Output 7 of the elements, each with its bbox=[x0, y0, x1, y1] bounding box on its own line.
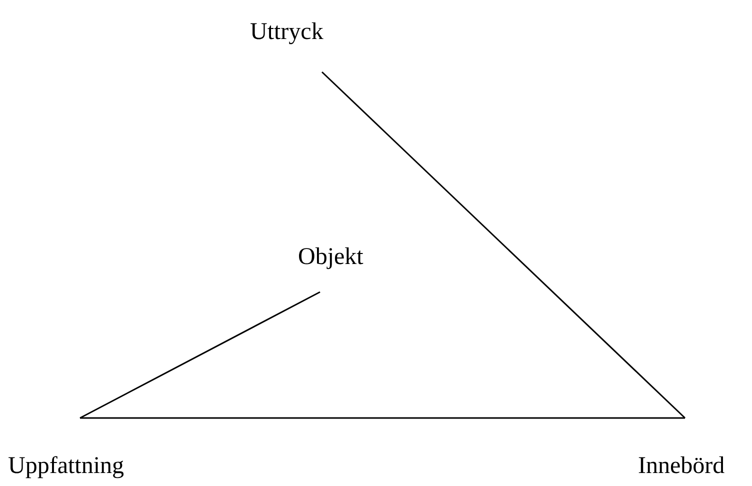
vertex-label: Uttryck bbox=[250, 18, 324, 46]
connector-line bbox=[80, 291, 320, 419]
vertex-label: Objekt bbox=[298, 243, 364, 271]
vertex-label: Uppfattning bbox=[8, 452, 124, 480]
vertex-label: Innebörd bbox=[638, 452, 725, 480]
connector-line bbox=[321, 71, 686, 419]
connector-line bbox=[80, 417, 685, 419]
